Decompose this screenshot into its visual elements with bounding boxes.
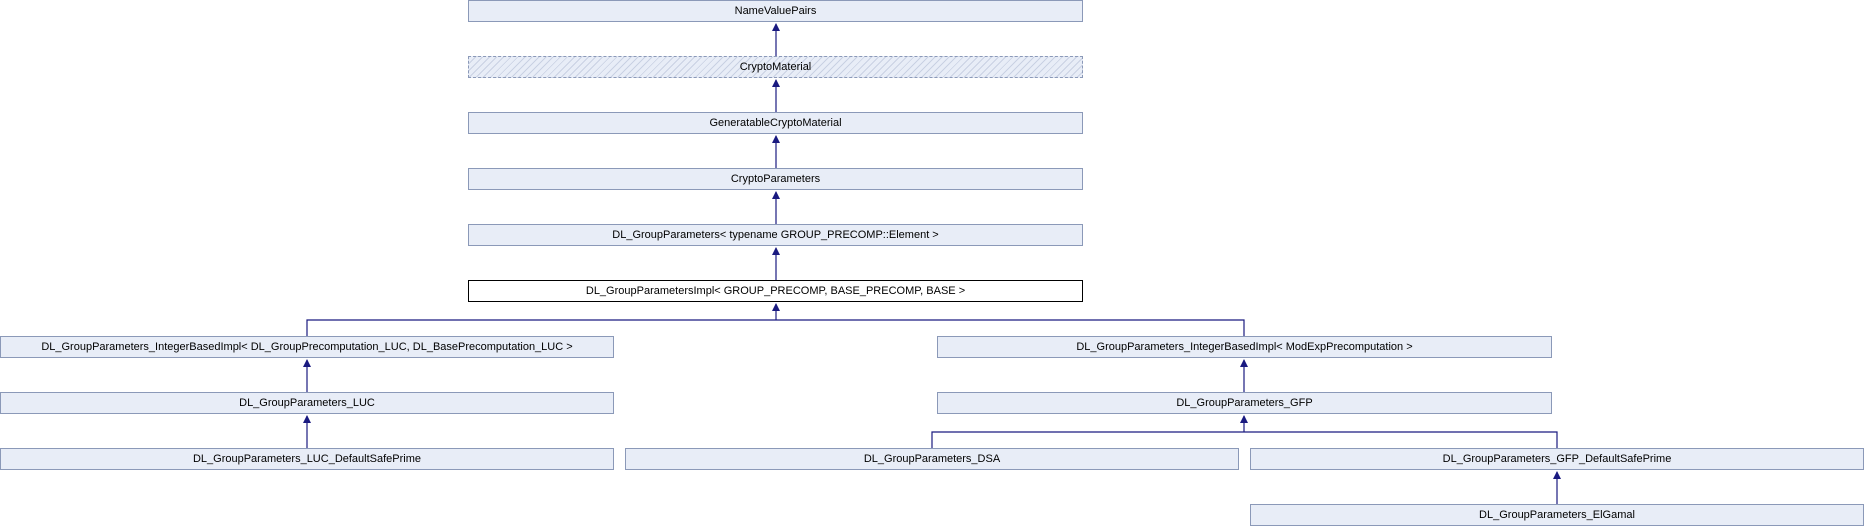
class-node-integer-based-impl-luc[interactable]: DL_GroupParameters_IntegerBasedImpl< DL_… xyxy=(0,336,614,358)
class-node-crypto-material[interactable]: CryptoMaterial xyxy=(468,56,1083,78)
class-node-generatable-crypto-material[interactable]: GeneratableCryptoMaterial xyxy=(468,112,1083,134)
class-node-dl-group-parameters[interactable]: DL_GroupParameters< typename GROUP_PRECO… xyxy=(468,224,1083,246)
edge-integer-based-to-impl xyxy=(306,319,1245,336)
class-node-dl-group-parameters-impl: DL_GroupParametersImpl< GROUP_PRECOMP, B… xyxy=(468,280,1083,302)
class-node-name-value-pairs[interactable]: NameValuePairs xyxy=(468,0,1083,22)
class-node-group-parameters-luc[interactable]: DL_GroupParameters_LUC xyxy=(0,392,614,414)
class-node-crypto-parameters[interactable]: CryptoParameters xyxy=(468,168,1083,190)
class-node-gfp-default-safe-prime[interactable]: DL_GroupParameters_GFP_DefaultSafePrime xyxy=(1250,448,1864,470)
class-node-integer-based-impl-modexp[interactable]: DL_GroupParameters_IntegerBasedImpl< Mod… xyxy=(937,336,1552,358)
class-node-luc-default-safe-prime[interactable]: DL_GroupParameters_LUC_DefaultSafePrime xyxy=(0,448,614,470)
class-node-group-parameters-elgamal[interactable]: DL_GroupParameters_ElGamal xyxy=(1250,504,1864,526)
edge-dsa-and-gfp-safe-prime-to-gfp xyxy=(931,431,1558,448)
class-node-group-parameters-dsa[interactable]: DL_GroupParameters_DSA xyxy=(625,448,1239,470)
class-node-group-parameters-gfp[interactable]: DL_GroupParameters_GFP xyxy=(937,392,1552,414)
